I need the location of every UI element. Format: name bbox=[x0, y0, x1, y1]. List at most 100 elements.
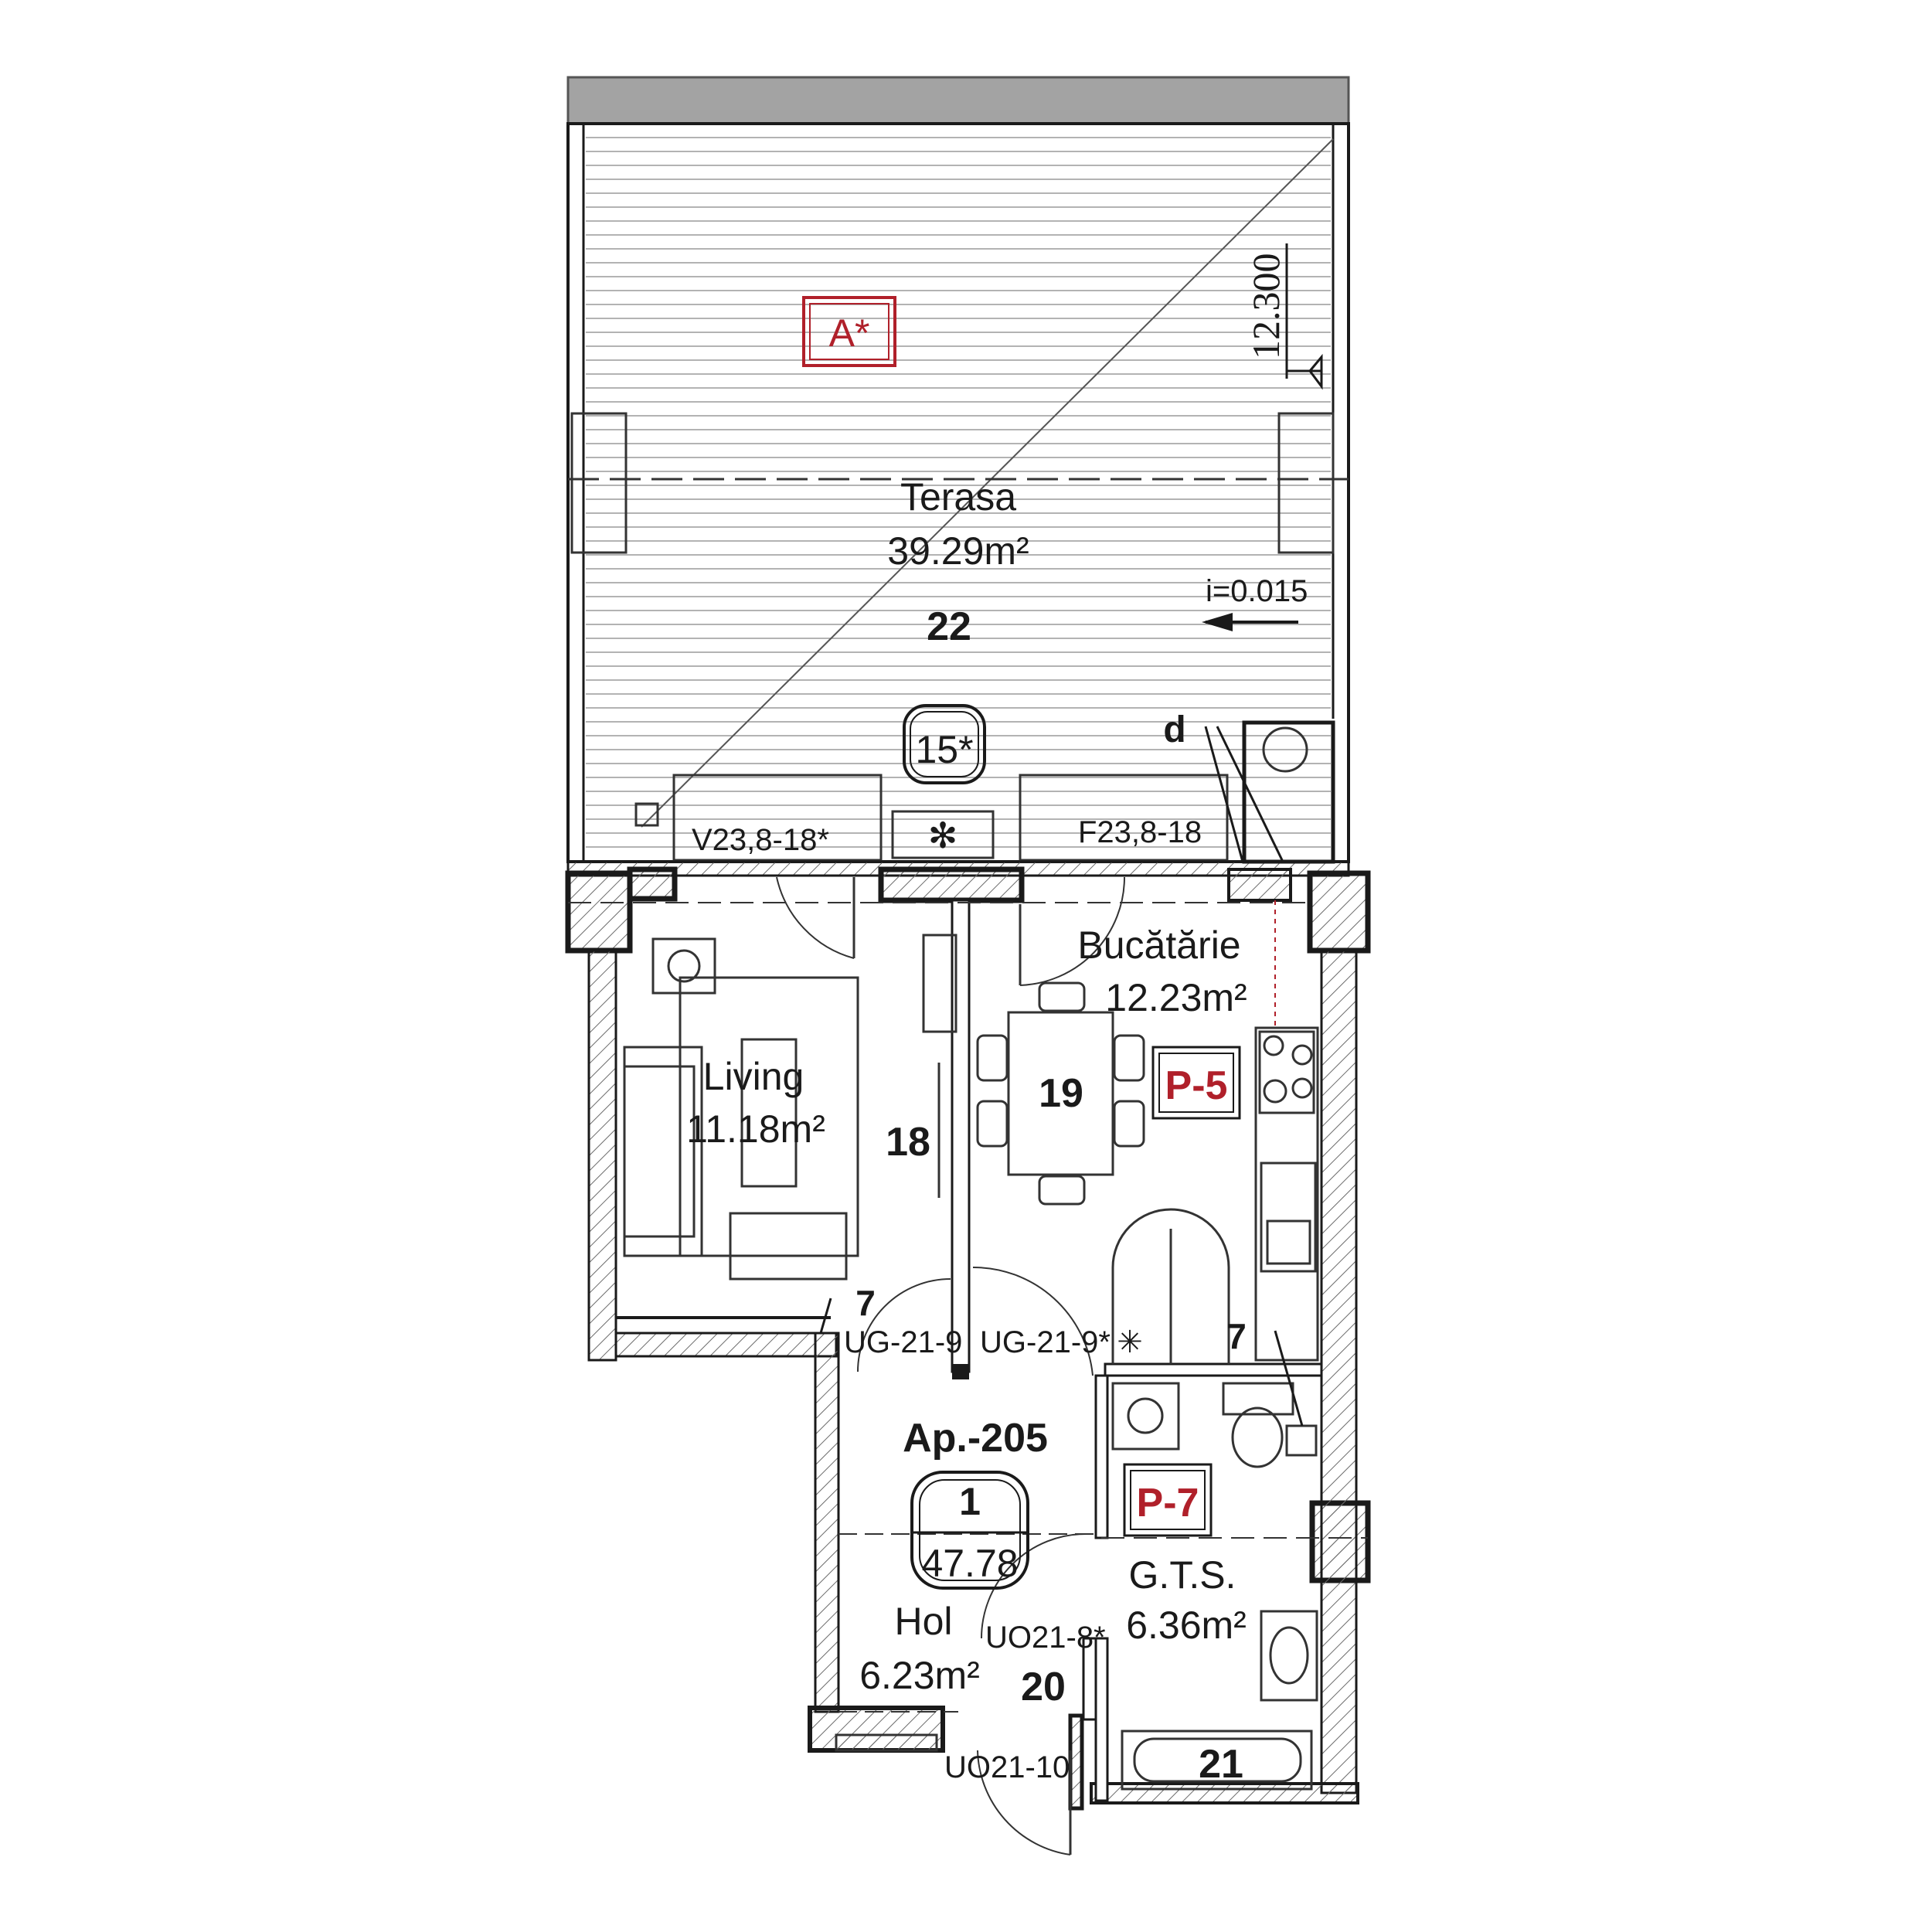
slope-label: i=0.015 bbox=[1206, 574, 1308, 608]
wall-mark-left-leader bbox=[819, 1298, 832, 1334]
window-sill-left bbox=[672, 774, 883, 862]
kitchen-tag-frame-inner bbox=[1158, 1053, 1234, 1113]
column-top-left bbox=[565, 870, 633, 954]
living-name: Living bbox=[703, 1055, 804, 1098]
living-area: 11.18m² bbox=[686, 1107, 825, 1151]
opening-labels: V23,8-18* F23,8-18 UG-21-9 UG-21-9* UO21… bbox=[692, 815, 1202, 1784]
chair-1 bbox=[976, 1034, 1009, 1082]
partition-bath-left bbox=[1094, 1374, 1109, 1539]
apartment-rooms: 1 bbox=[959, 1480, 981, 1523]
markers: d 7 7 bbox=[819, 709, 1304, 1427]
apartment-badge bbox=[910, 1471, 1029, 1590]
doors bbox=[776, 876, 1125, 1855]
furniture bbox=[623, 934, 1319, 1791]
sofa bbox=[623, 1046, 703, 1257]
partition-hall-right bbox=[1082, 1637, 1097, 1721]
door-kitchen-label: UG-21-9* bbox=[980, 1325, 1111, 1359]
armchair bbox=[729, 1212, 848, 1281]
chair-6 bbox=[1038, 1175, 1086, 1206]
window-living-label: V23,8-18* bbox=[692, 823, 829, 857]
terrace-tag-frame-inner bbox=[809, 303, 889, 360]
bathroom-tag: P-7 bbox=[1137, 1481, 1199, 1526]
door-swing-living-window bbox=[776, 876, 855, 959]
wall-bottom-bath bbox=[1068, 1713, 1084, 1811]
dining-table bbox=[1007, 1011, 1114, 1176]
bathroom-tag-frame-inner bbox=[1130, 1470, 1206, 1530]
kitchen-tag: P-5 bbox=[1165, 1063, 1228, 1108]
hall-number: 20 bbox=[1021, 1665, 1066, 1709]
hall-area: 6.23m² bbox=[859, 1654, 980, 1697]
wall-mark-right-leader bbox=[1274, 1330, 1304, 1427]
partition-bath-top bbox=[1104, 1362, 1323, 1377]
kitchen-area: 12.23m² bbox=[1105, 976, 1247, 1019]
toilet-bowl bbox=[1231, 1406, 1284, 1468]
washing-machine bbox=[1111, 1382, 1180, 1451]
rug bbox=[679, 976, 859, 1257]
kitchen-sink bbox=[1260, 1162, 1317, 1273]
wall-mark-left: 7 bbox=[855, 1283, 876, 1323]
burner-4 bbox=[1291, 1077, 1313, 1099]
hall-name: Hol bbox=[894, 1600, 952, 1643]
wall-bottom-bath-floor bbox=[1090, 1782, 1359, 1804]
bathtub bbox=[1121, 1730, 1313, 1791]
terrace-area: 39.29m² bbox=[887, 529, 1029, 573]
floor-drain bbox=[1285, 1424, 1318, 1457]
terrace-tag: A* bbox=[829, 311, 870, 355]
terrace-diagonal bbox=[641, 138, 1334, 828]
washing-drum bbox=[1127, 1397, 1164, 1434]
partition-living-kitchen bbox=[951, 899, 971, 1373]
wall-left bbox=[587, 949, 617, 1362]
wall-step bbox=[614, 1332, 838, 1358]
door-swing-bathroom bbox=[981, 1533, 1087, 1639]
wall-mark-right: 7 bbox=[1226, 1316, 1247, 1356]
partition-bath-left-lower bbox=[1094, 1637, 1109, 1802]
living-number: 18 bbox=[886, 1120, 930, 1165]
duct bbox=[1227, 868, 1292, 902]
door-entry-label: UO21-10 bbox=[944, 1750, 1070, 1784]
wall-hall-left bbox=[814, 1332, 840, 1713]
duct-leader-1 bbox=[1204, 726, 1244, 862]
column-top-left-small bbox=[627, 866, 678, 902]
room-labels: Living 11.18m² 18 Bucătărie 12.23m² 19 P… bbox=[686, 923, 1247, 1787]
shaft bbox=[1242, 720, 1335, 864]
wall-right bbox=[1320, 949, 1358, 1794]
sink-bowl bbox=[1269, 1626, 1309, 1685]
terrace-drain bbox=[634, 802, 659, 827]
roof-edge-band bbox=[566, 76, 1350, 125]
apartment-name: Ap.-205 bbox=[903, 1416, 1048, 1461]
door-swing-living bbox=[857, 1278, 951, 1372]
bathroom-sink bbox=[1260, 1610, 1318, 1702]
opening-tag-frame-inner bbox=[910, 711, 979, 777]
bathroom-number: 21 bbox=[1199, 1742, 1243, 1787]
coffee-table bbox=[740, 1038, 798, 1188]
opening-tag: 15* bbox=[915, 728, 973, 771]
kitchen-number: 19 bbox=[1039, 1071, 1083, 1116]
terrace-name: Terasa bbox=[900, 475, 1016, 519]
duct-leader-2 bbox=[1216, 726, 1284, 862]
kitchen-name: Bucătărie bbox=[1077, 923, 1240, 967]
tv-cabinet bbox=[922, 934, 957, 1033]
apartment-badge-inner bbox=[919, 1479, 1021, 1581]
apartment-area: 47.78 bbox=[921, 1542, 1018, 1585]
door-living-label: UG-21-9 bbox=[844, 1325, 962, 1359]
planter-left bbox=[570, 412, 628, 554]
chair-4 bbox=[1113, 1100, 1145, 1148]
deck-planks bbox=[586, 137, 1331, 848]
duct-label: d bbox=[1163, 709, 1185, 750]
slope-arrow: i=0.015 bbox=[1202, 574, 1308, 631]
column-top-mid bbox=[878, 866, 1025, 903]
walls bbox=[565, 720, 1371, 1811]
column-top-right bbox=[1307, 870, 1371, 954]
bathtub-inner bbox=[1133, 1737, 1302, 1783]
ac-unit-icon: ✻ bbox=[928, 815, 958, 855]
hall-window bbox=[835, 1733, 938, 1752]
kitchen-tag-frame bbox=[1151, 1046, 1241, 1120]
chair-2 bbox=[976, 1100, 1009, 1148]
bathroom-name: G.T.S. bbox=[1129, 1553, 1236, 1597]
toilet-tank bbox=[1222, 1382, 1294, 1416]
lamp bbox=[667, 949, 701, 983]
terrace-tag-frame bbox=[802, 296, 896, 367]
opening-tag-frame bbox=[903, 704, 986, 784]
burner-3 bbox=[1263, 1079, 1287, 1104]
lamp-table bbox=[651, 937, 716, 995]
